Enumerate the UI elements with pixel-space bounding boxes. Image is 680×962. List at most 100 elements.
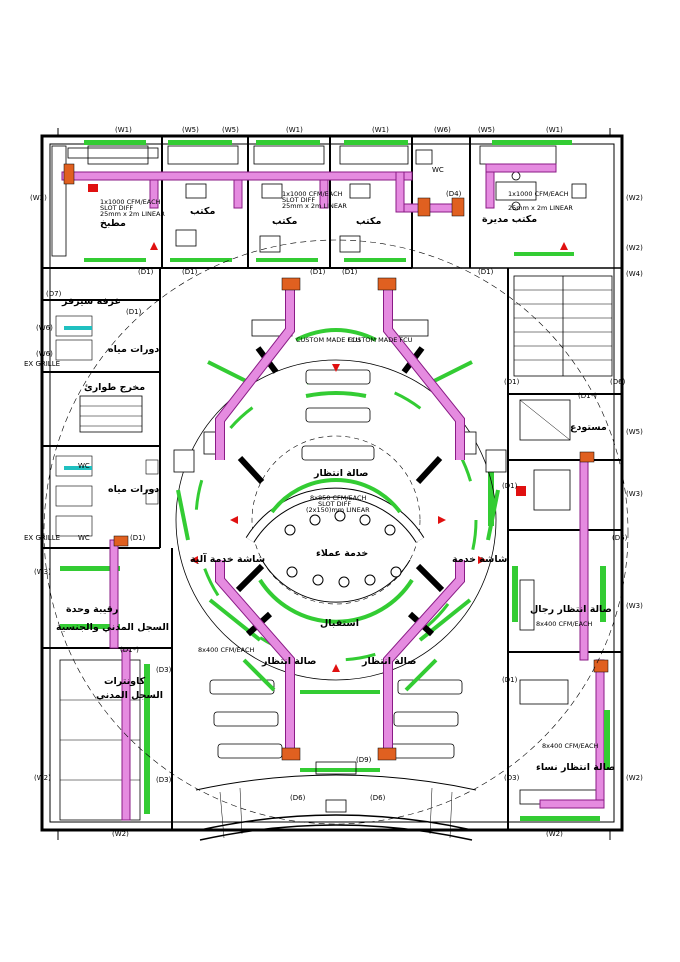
room-label-kitchen: مطبخ <box>100 218 126 229</box>
hall-duct-network <box>215 277 465 761</box>
room-label-toilets: دورات مياه <box>108 484 159 495</box>
room-label-oversight: رقيبة وحدة <box>66 604 118 615</box>
door-tag: (D1) <box>502 676 518 684</box>
note-custom-fcu: CUSTOM MADE FCU <box>296 336 361 344</box>
window-tag: (W2) <box>112 830 129 838</box>
window-tag: (W5) <box>222 126 239 134</box>
window-tag: (W2) <box>626 774 643 782</box>
room-label-server: غرفة سيرفر <box>61 296 121 307</box>
right-block-hvac <box>488 451 610 821</box>
door-tag: (D3) <box>156 666 172 674</box>
room-label-waiting-hall: صالة انتظار <box>313 468 368 479</box>
service-counter <box>245 478 425 624</box>
door-tag: (D6) <box>612 534 628 542</box>
door-tag: (D1) <box>478 268 494 276</box>
room-label-atm-right: شاشة خدمة <box>452 554 507 565</box>
note-linear: 25mm x 2m LINEAR <box>508 204 573 212</box>
window-tag: (W1) <box>372 126 389 134</box>
window-tag: (W1) <box>286 126 303 134</box>
top-office-row <box>42 136 622 269</box>
room-label-office: مكتب <box>272 216 297 227</box>
window-tag: (W5) <box>182 126 199 134</box>
room-label-civil-status: السجل المدني والجنسية <box>56 622 169 633</box>
window-tag: (W3) <box>626 602 643 610</box>
left-block-hvac <box>60 326 150 821</box>
door-tag: (D1) <box>504 378 520 386</box>
note-slot: SLOT DIFF <box>100 204 133 212</box>
door-tag: (D3) <box>504 774 520 782</box>
entrance-stair <box>195 761 477 841</box>
note-cfm: 1x1000 CFM/EACH <box>282 190 343 198</box>
room-label-office: مكتب <box>356 216 381 227</box>
window-tag: (W2) <box>30 194 47 202</box>
window-tags: (W1) (W5) (W5) (W1) (W1) (W6) (W5) (W1) … <box>30 126 643 838</box>
room-label-customer-service: خدمة عملاء <box>316 548 368 559</box>
room-label-reception: استقبال <box>320 618 359 629</box>
window-tag: (W1) <box>546 126 563 134</box>
door-tag: (D9) <box>356 756 372 764</box>
room-label-manager: مكتب مديرة <box>482 214 537 225</box>
door-tag: (D1) <box>138 268 154 276</box>
note-linear: 25mm x 2m LINEAR <box>100 210 165 218</box>
door-tag: (D1) <box>310 268 326 276</box>
window-tag: (W6) <box>36 350 53 358</box>
return-arrows <box>150 242 568 672</box>
room-labels: مطبخ مكتب مكتب مكتب مكتب مديرة WC غرفة س… <box>24 166 615 773</box>
window-tag: (W2) <box>626 244 643 252</box>
room-label-counters: كاونترات <box>104 676 146 687</box>
door-tag: (D4) <box>446 190 462 198</box>
ex-grille-label: EX GRILLE <box>24 534 60 542</box>
door-tag: (D1) <box>126 308 142 316</box>
window-tag: (W4) <box>626 270 643 278</box>
window-tag: (W2) <box>626 194 643 202</box>
room-label-storage: مستودع <box>570 422 607 433</box>
room-label-toilets: دورات مياه <box>108 344 159 355</box>
note-custom-fcu: CUSTOM MADE FCU <box>348 336 413 344</box>
waiting-benches <box>173 319 507 759</box>
note-linear-center: (2x150)mm LINEAR <box>306 506 370 514</box>
window-tag: (W2) <box>34 774 51 782</box>
room-label-men-waiting: صالة انتظار رجال <box>530 604 612 615</box>
door-tags: (D1) (D1) (D1) (D1) (D1) (D4) (D7) (D1) … <box>46 190 628 802</box>
door-tag: (D1) <box>182 268 198 276</box>
note-slot-center: SLOT DIFF <box>318 500 351 508</box>
window-tag: (W1) <box>115 126 132 134</box>
room-label-waiting-left: صالة انتظار <box>261 656 316 667</box>
window-tag: (W6) <box>434 126 451 134</box>
room-label-wc: WC <box>78 534 90 542</box>
door-tag: (D1) <box>342 268 358 276</box>
note-cfm-waiting: 8x400 CFM/EACH <box>198 646 255 654</box>
office-diffusers <box>84 140 574 262</box>
note-linear: 25mm x 2m LINEAR <box>282 202 347 210</box>
note-cfm-center: 8x850 CFM/EACH <box>310 494 367 502</box>
left-block-walls <box>42 268 173 830</box>
window-tag: (W5) <box>478 126 495 134</box>
door-tag: (D1) <box>502 482 518 490</box>
door-tag: (D3) <box>156 776 172 784</box>
window-tag: (W3) <box>34 568 51 576</box>
right-block-walls <box>507 268 622 830</box>
room-label-waiting-right: صالة انتظار <box>361 656 416 667</box>
window-tag: (W2) <box>546 830 563 838</box>
door-tag: (D6) <box>290 794 306 802</box>
door-tag: (D6) <box>370 794 386 802</box>
note-slot: SLOT DIFF <box>282 196 315 204</box>
door-tag: (D1) <box>130 534 146 542</box>
note-cfm: 1x1000 CFM/EACH <box>100 198 161 206</box>
room-label-counters-sub: السجل المدني <box>96 690 163 701</box>
window-tag: (W6) <box>36 324 53 332</box>
room-label-wc: WC <box>78 462 90 470</box>
door-tag: (D7) <box>46 290 62 298</box>
room-label-women-waiting: صالة انتظار نساء <box>536 762 615 773</box>
office-duct-run <box>61 163 557 217</box>
room-label-fire-stair: مخرج طوارئ <box>84 382 145 393</box>
door-tag: (D1*) <box>120 646 139 654</box>
note-cfm: 1x1000 CFM/EACH <box>508 190 569 198</box>
note-cfm-waiting: 8x400 CFM/EACH <box>536 620 593 628</box>
hvac-notes: 1x1000 CFM/EACH SLOT DIFF 25mm x 2m LINE… <box>100 190 599 750</box>
window-tag: (W5) <box>626 428 643 436</box>
window-tag: (W3) <box>626 490 643 498</box>
room-label-atm-left: شاشة خدمة آلية <box>190 552 265 565</box>
door-tag: (D6) <box>610 378 626 386</box>
